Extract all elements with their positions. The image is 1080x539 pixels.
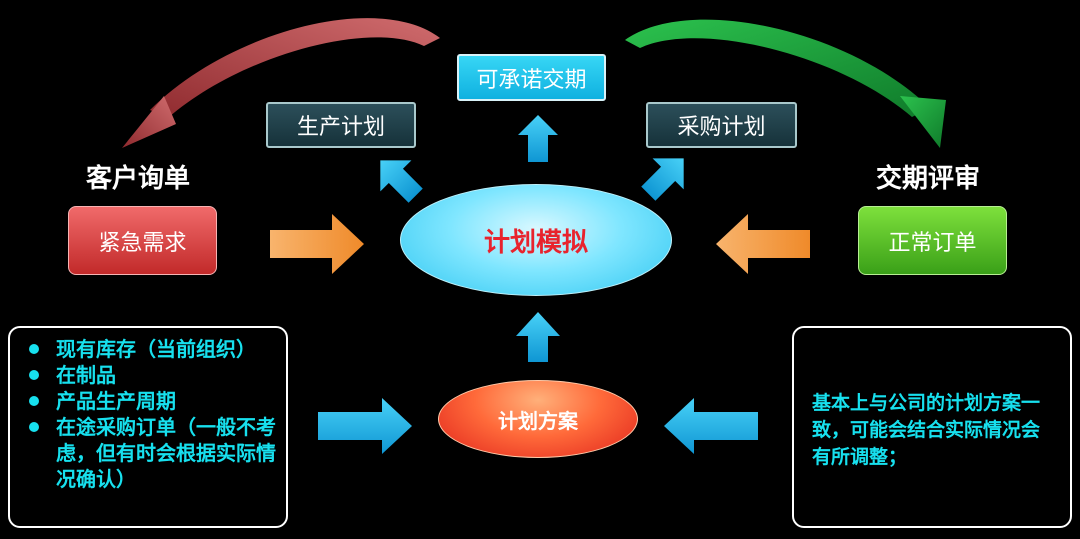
node-normal-order: 正常订单 [858,206,1007,275]
info-box-right: 基本上与公司的计划方案一致，可能会结合实际情况会有所调整； [792,326,1072,528]
arrow-up-top [518,115,558,162]
arrow-left-blue [664,398,758,454]
label-delivery-review: 交期评审 [876,164,981,194]
list-item: 在制品 [22,362,276,388]
node-plan-scheme: 计划方案 [438,380,638,458]
label-customer-inquiry: 客户询单 [86,164,191,194]
arrow-right-blue [318,398,412,454]
info-box-left: 现有库存（当前组织） 在制品 产品生产周期 在途采购订单（一般不考虑，但有时会根… [8,326,288,528]
curved-arrow-red [150,18,440,118]
list-item: 产品生产周期 [22,388,276,414]
arrow-right-orange [270,214,364,274]
arrow-up-left [380,160,423,203]
bottom-label: 计划方案 [498,408,578,433]
node-urgent-demand: 紧急需求 [68,206,217,275]
arrow-up-right [641,158,684,201]
node-available-delivery: 可承诺交期 [457,54,606,101]
list-item: 现有库存（当前组织） [22,336,276,362]
curved-arrow-green-head [900,96,946,148]
list-item: 在途采购订单（一般不考虑，但有时会根据实际情况确认） [22,414,276,492]
curved-arrow-red-head [122,96,176,148]
curved-arrow-green [625,19,930,117]
node-plan-simulation: 计划模拟 [400,184,672,296]
arrow-left-orange [716,214,810,274]
info-text-right: 基本上与公司的计划方案一致，可能会结合实际情况会有所调整； [812,392,1041,468]
arrow-up-middle [516,312,560,362]
node-purchase-plan: 采购计划 [646,102,797,148]
node-production-plan: 生产计划 [266,102,416,148]
info-list-left: 现有库存（当前组织） 在制品 产品生产周期 在途采购订单（一般不考虑，但有时会根… [22,336,276,492]
center-label: 计划模拟 [483,227,588,258]
